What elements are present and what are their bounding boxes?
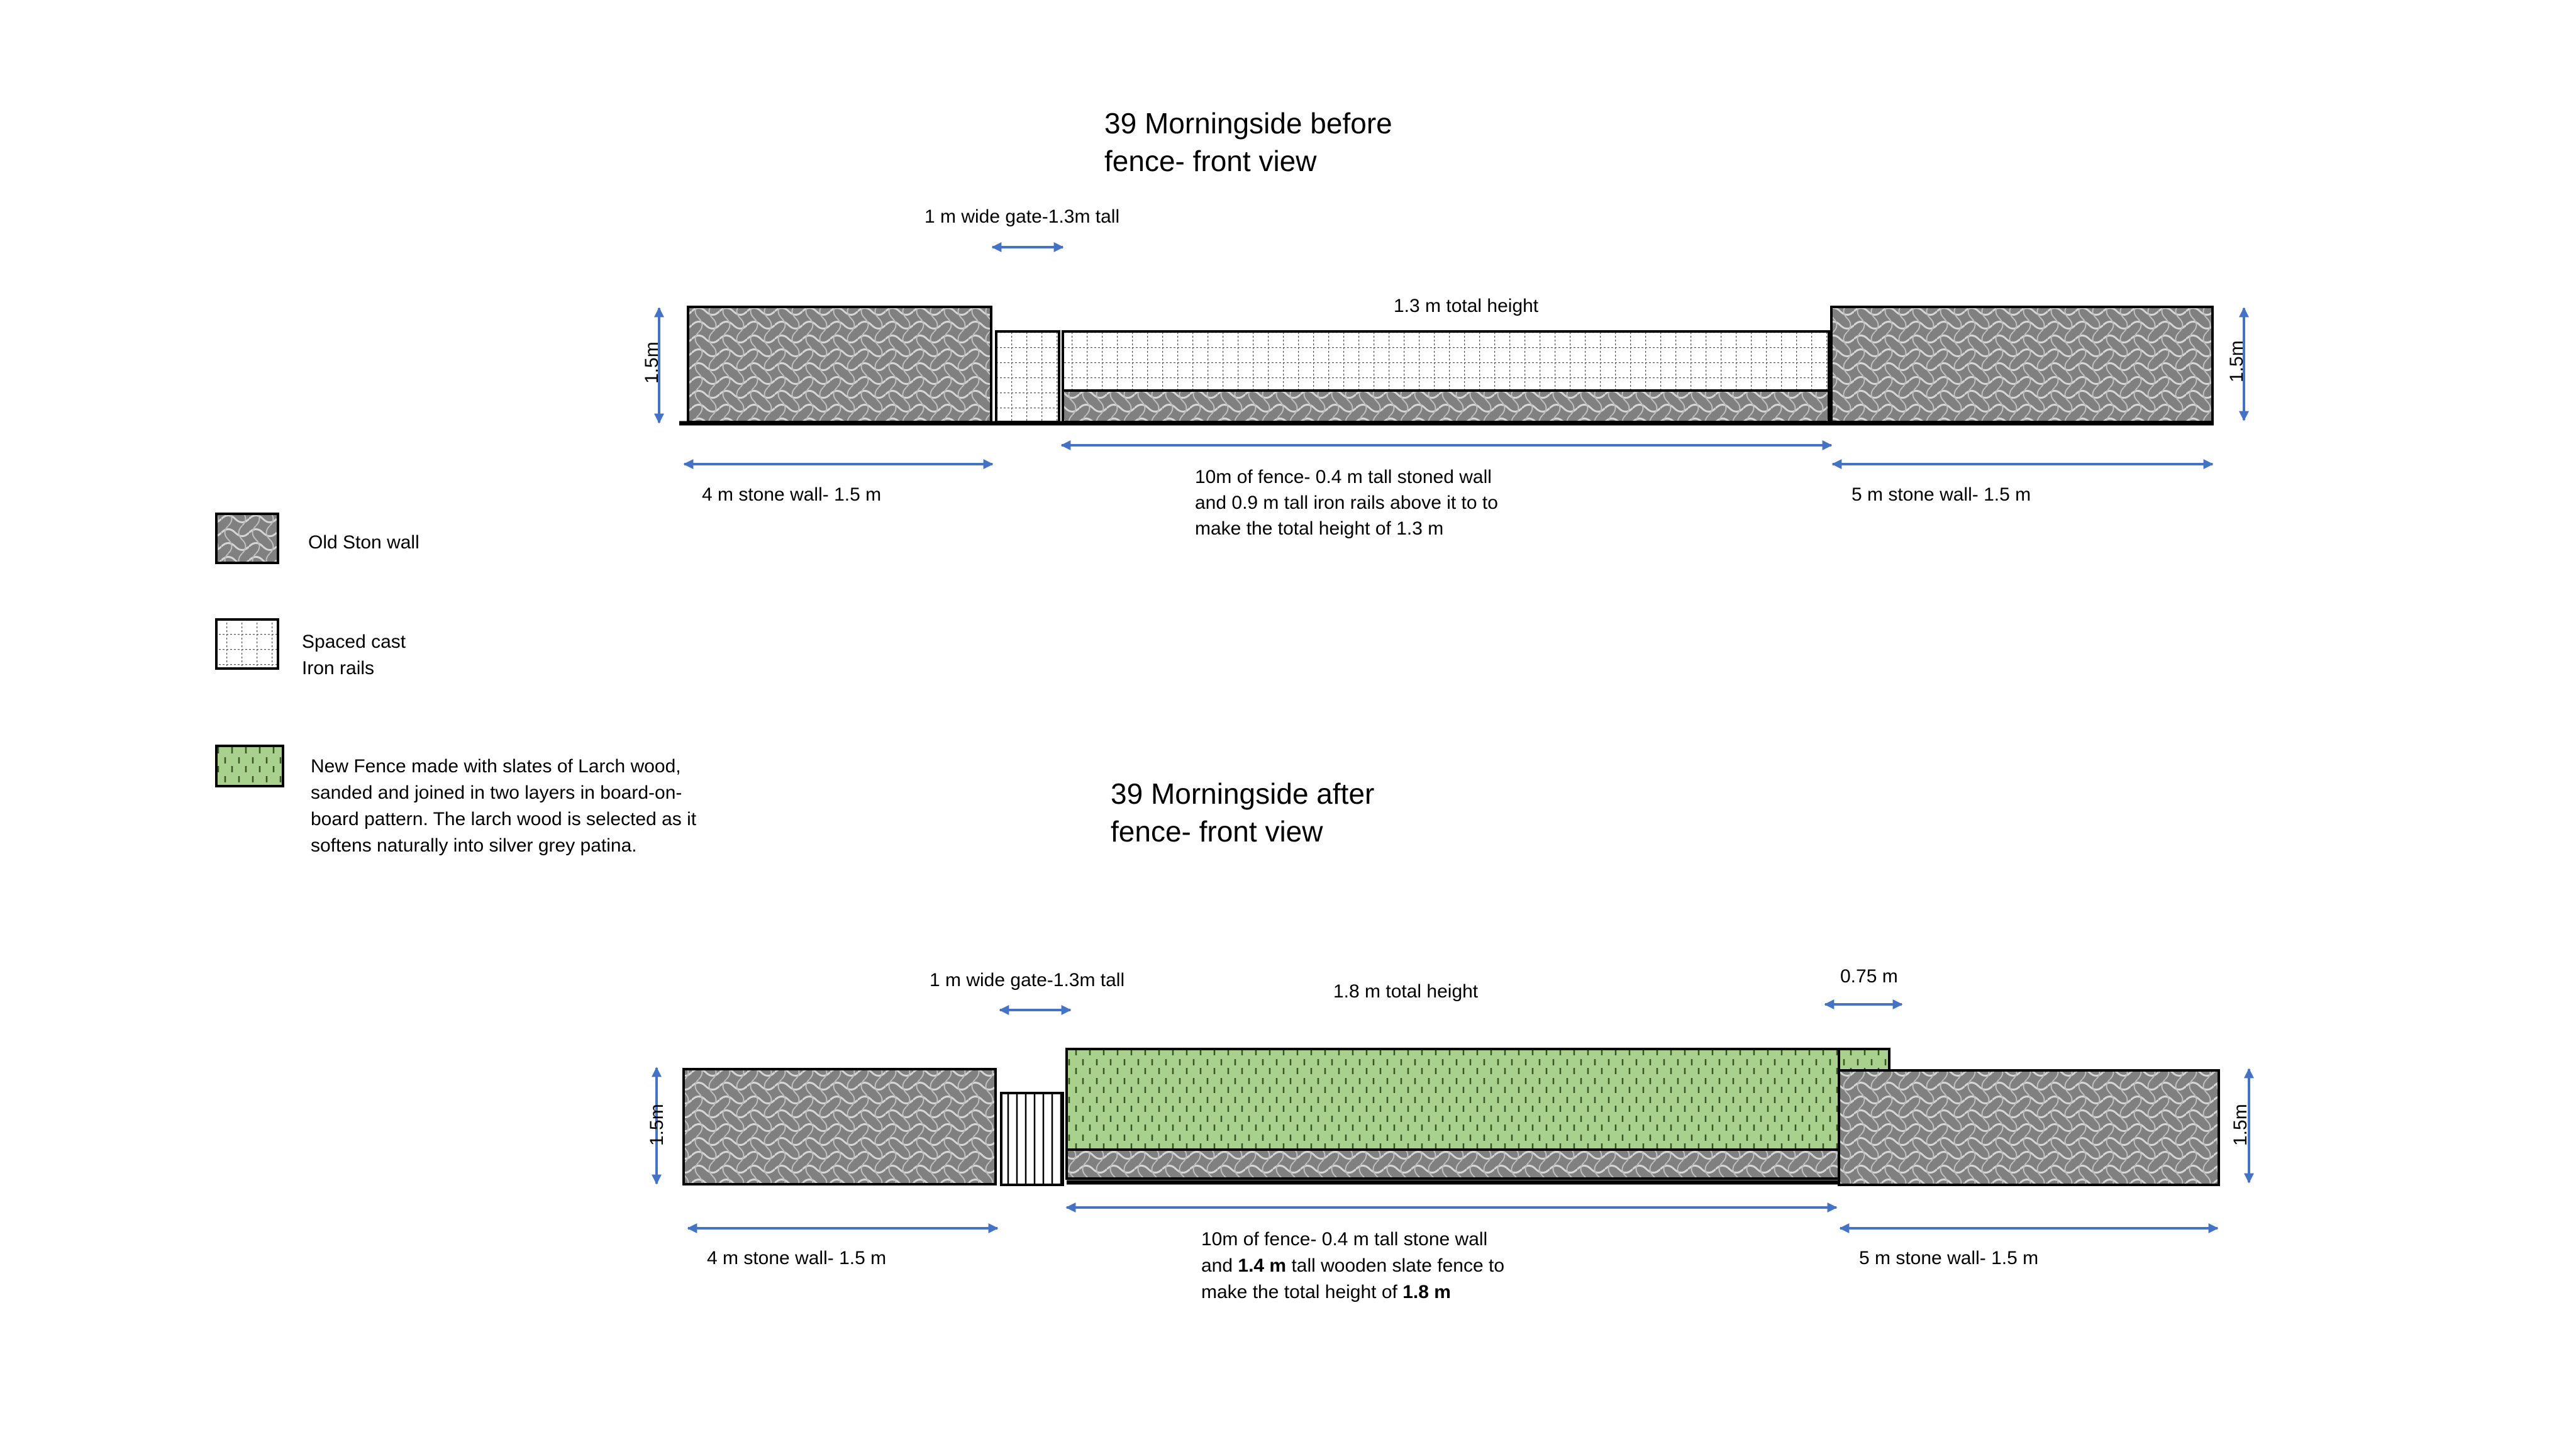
legend-stone-label: Old Ston wall	[308, 532, 419, 553]
after-title-line2: fence- front view	[1111, 815, 1323, 848]
after-gate-label: 1 m wide gate-1.3m tall	[930, 970, 1124, 991]
before-fence-desc-line3: make the total height of 1.3 m	[1195, 518, 1443, 539]
before-title-line1: 39 Morningside before	[1104, 107, 1392, 140]
legend-iron-label-line2: Iron rails	[302, 658, 374, 679]
after-fence-desc-line1: 10m of fence- 0.4 m tall stone wall	[1201, 1229, 1487, 1250]
after-total-height-label: 1.8 m total height	[1333, 981, 1479, 1002]
before-low-stone-wall	[1062, 389, 1830, 423]
after-fence-desc-line3-a: make the total height of	[1201, 1282, 1402, 1302]
legend-wood-label-line3: board pattern. The larch wood is selecte…	[311, 809, 697, 830]
legend-iron-label-line1: Spaced cast	[302, 631, 406, 652]
before-gate	[995, 330, 1060, 423]
after-fence-desc-line3: make the total height of 1.8 m	[1201, 1282, 1451, 1302]
after-right-stone-wall	[1838, 1069, 2220, 1186]
before-fence-desc-line1: 10m of fence- 0.4 m tall stoned wall	[1195, 467, 1492, 487]
after-fence-desc-line2-b: 1.4 m	[1238, 1255, 1286, 1276]
legend-wood-label-line1: New Fence made with slates of Larch wood…	[311, 756, 681, 777]
legend-iron-swatch	[215, 618, 279, 670]
after-wood-extension	[1838, 1048, 1890, 1072]
legend-stone-swatch	[215, 513, 279, 564]
legend-wood-label-line2: sanded and joined in two layers in board…	[311, 782, 682, 803]
before-title-line2: fence- front view	[1104, 145, 1317, 177]
before-left-wall-label: 4 m stone wall- 1.5 m	[702, 484, 881, 505]
before-right-stone-wall	[1830, 306, 2214, 423]
after-fence-desc-line2-c: tall wooden slate fence to	[1286, 1255, 1504, 1276]
after-title-line1: 39 Morningside after	[1111, 777, 1374, 810]
after-extension-label: 0.75 m	[1840, 966, 1898, 987]
legend-wood-label-line4: softens naturally into silver grey patin…	[311, 835, 637, 856]
before-right-height-label: 1.5m	[2226, 340, 2247, 382]
after-fence-desc-line2-a: and	[1201, 1255, 1238, 1276]
after-left-wall-label: 4 m stone wall- 1.5 m	[707, 1248, 886, 1269]
after-right-height-label: 1.5m	[2230, 1104, 2251, 1146]
legend-wood-swatch	[215, 745, 284, 787]
before-left-height-label: 1.5m	[641, 341, 662, 384]
after-low-stone-wall	[1065, 1148, 1840, 1180]
before-gate-label: 1 m wide gate-1.3m tall	[924, 206, 1119, 227]
after-gate	[1000, 1092, 1064, 1186]
after-right-wall-label: 5 m stone wall- 1.5 m	[1859, 1248, 2038, 1269]
after-fence-desc-line2: and 1.4 m tall wooden slate fence to	[1201, 1255, 1504, 1276]
before-right-wall-label: 5 m stone wall- 1.5 m	[1852, 484, 2031, 505]
before-iron-rails	[1062, 330, 1830, 392]
after-wood-fence	[1065, 1048, 1840, 1151]
after-fence-desc-line3-b: 1.8 m	[1402, 1282, 1451, 1302]
before-left-stone-wall	[687, 306, 992, 423]
before-fence-desc-line2: and 0.9 m tall iron rails above it to to	[1195, 492, 1498, 513]
before-total-height-label: 1.3 m total height	[1394, 296, 1539, 316]
after-left-height-label: 1.5m	[647, 1104, 667, 1146]
after-left-stone-wall	[682, 1068, 997, 1185]
